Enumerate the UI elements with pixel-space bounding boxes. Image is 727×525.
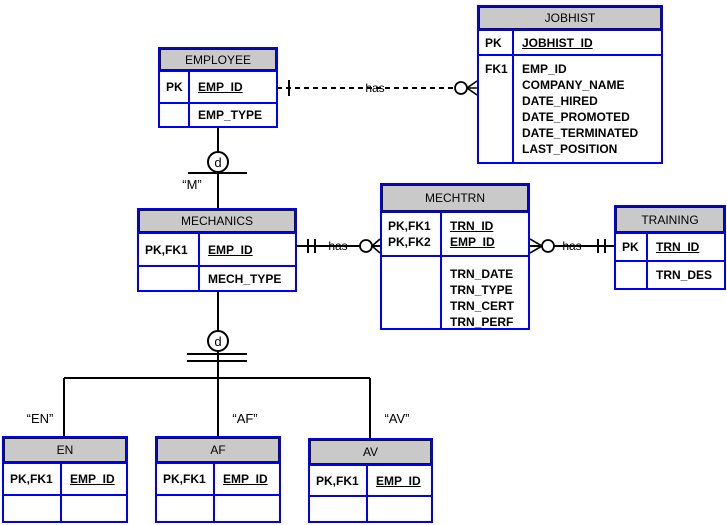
attribute-primary-key: TRN_ID xyxy=(656,240,700,254)
key-indicator: PK xyxy=(166,80,183,94)
attribute: MECH_TYPE xyxy=(208,271,282,286)
discriminator-value-af: “AF” xyxy=(232,411,258,426)
crowsfoot-icon xyxy=(370,238,381,254)
attribute: TRN_PERF xyxy=(450,315,514,328)
entity-en-title: EN xyxy=(4,438,126,462)
entity-mechanics-body-row: MECH_TYPE xyxy=(139,265,295,290)
entity-af: AF PK,FK1 EMP_ID xyxy=(155,436,281,523)
entity-employee-key-row: PK EMP_ID xyxy=(160,70,276,102)
relationship-label-has: has xyxy=(365,81,385,95)
entity-mechanics-title: MECHANICS xyxy=(139,210,295,232)
discriminator-value-av: “AV” xyxy=(384,411,410,426)
relationship-label-has: has xyxy=(328,239,348,253)
entity-af-title: AF xyxy=(157,438,279,462)
entity-af-key-row: PK,FK1 EMP_ID xyxy=(157,462,279,494)
subtype-discriminator-circle: d xyxy=(207,330,229,352)
zero-cardinality-circle-icon xyxy=(541,239,555,253)
entity-en-body-row xyxy=(4,494,126,521)
entity-av-body-row xyxy=(310,495,431,521)
crowsfoot-icon xyxy=(465,80,478,96)
relationship-employee-jobhist xyxy=(277,80,478,96)
entity-jobhist-title: JOBHIST xyxy=(479,7,661,29)
entity-mechanics-key-row: PK,FK1 EMP_ID xyxy=(139,232,295,265)
entity-en: EN PK,FK1 EMP_ID xyxy=(2,436,128,523)
attribute-primary-key: EMP_ID xyxy=(450,235,495,249)
entity-mechtrn-body-row: TRN_DATE TRN_TYPE TRN_CERT TRN_PERF xyxy=(382,255,528,328)
key-indicator: PK,FK1 xyxy=(316,473,359,488)
entity-jobhist: JOBHIST PK JOBHIST_ID FK1 EMP_ID COMPANY… xyxy=(477,5,663,164)
entity-employee-title: EMPLOYEE xyxy=(160,49,276,70)
entity-mechtrn: MECHTRN PK,FK1 PK,FK2 TRN_ID EMP_ID TRN_… xyxy=(380,183,530,330)
attribute-primary-key: EMP_ID xyxy=(208,242,253,257)
key-indicator: PK,FK1 xyxy=(145,242,188,257)
key-indicator: PK xyxy=(622,240,639,254)
key-indicator: PK,FK1 xyxy=(163,472,206,486)
attribute: TRN_CERT xyxy=(450,299,515,313)
entity-av-title: AV xyxy=(310,440,431,464)
attribute-primary-key: EMP_ID xyxy=(198,80,243,94)
entity-employee: EMPLOYEE PK EMP_ID EMP_TYPE xyxy=(158,47,278,128)
relationship-mechanics-mechtrn xyxy=(297,238,381,254)
entity-af-body-row xyxy=(157,494,279,521)
key-indicator: PK,FK2 xyxy=(388,235,431,249)
entity-training: TRAINING PK TRN_ID TRN_DES xyxy=(614,205,726,290)
entity-av: AV PK,FK1 EMP_ID xyxy=(308,438,433,523)
key-indicator: FK1 xyxy=(485,62,508,76)
attribute-primary-key: EMP_ID xyxy=(70,472,115,486)
entity-mechanics: MECHANICS PK,FK1 EMP_ID MECH_TYPE xyxy=(137,208,297,292)
attribute: COMPANY_NAME xyxy=(522,78,625,92)
attribute: DATE_HIRED xyxy=(522,94,598,108)
key-indicator: PK,FK1 xyxy=(388,219,431,233)
entity-en-key-row: PK,FK1 EMP_ID xyxy=(4,462,126,494)
attribute: TRN_DATE xyxy=(450,267,514,281)
entity-mechtrn-key-row: PK,FK1 PK,FK2 TRN_ID EMP_ID xyxy=(382,211,528,255)
subtype-connector-mechanics xyxy=(63,292,371,438)
entity-jobhist-key-row: PK JOBHIST_ID xyxy=(479,29,661,54)
attribute: TRN_TYPE xyxy=(450,283,513,297)
entity-training-body-row: TRN_DES xyxy=(616,260,724,288)
entity-employee-body-row: EMP_TYPE xyxy=(160,102,276,126)
attribute: LAST_POSITION xyxy=(522,142,618,156)
relationship-label-has: has xyxy=(562,239,582,253)
attribute: EMP_ID xyxy=(522,62,567,76)
discriminator-value-en: “EN” xyxy=(26,411,54,426)
entity-training-key-row: PK TRN_ID xyxy=(616,232,724,260)
entity-training-title: TRAINING xyxy=(616,207,724,232)
attribute: DATE_TERMINATED xyxy=(522,126,639,140)
attribute-primary-key: JOBHIST_ID xyxy=(522,35,593,50)
key-indicator: PK,FK1 xyxy=(10,472,53,486)
attribute: TRN_DES xyxy=(656,268,713,282)
attribute-primary-key: EMP_ID xyxy=(376,473,421,488)
key-indicator: PK xyxy=(485,35,502,50)
entity-mechtrn-title: MECHTRN xyxy=(382,185,528,211)
attribute-primary-key: TRN_ID xyxy=(450,219,494,233)
attribute: DATE_PROMOTED xyxy=(522,110,630,124)
attribute-primary-key: EMP_ID xyxy=(223,472,268,486)
discriminator-letter: d xyxy=(214,154,222,170)
entity-av-key-row: PK,FK1 EMP_ID xyxy=(310,464,431,495)
subtype-discriminator-circle: d xyxy=(207,151,229,173)
attribute: EMP_TYPE xyxy=(198,108,263,122)
discriminator-value-m: “M” xyxy=(182,177,202,192)
discriminator-letter: d xyxy=(214,333,222,349)
relationship-mechtrn-training xyxy=(529,238,614,254)
entity-jobhist-body-row: FK1 EMP_ID COMPANY_NAME DATE_HIRED DATE_… xyxy=(479,54,661,162)
zero-cardinality-circle-icon xyxy=(454,81,468,95)
zero-cardinality-circle-icon xyxy=(359,239,373,253)
